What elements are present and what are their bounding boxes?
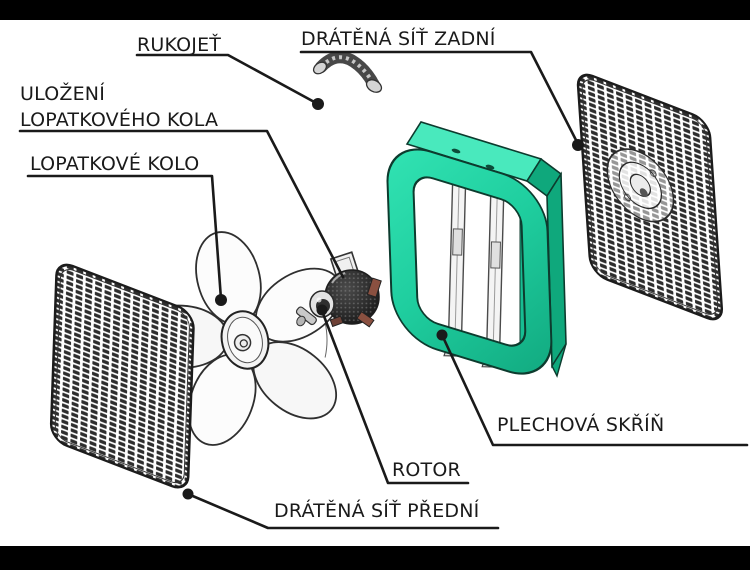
label-housing: PLECHOVÁ SKŘÍŇ: [497, 414, 665, 436]
leader-impeller: [26, 174, 223, 301]
housing-screw-hole-right: [485, 164, 495, 170]
leader-housing: [441, 335, 749, 447]
housing-front-ring: [386, 148, 553, 375]
letterbox-bottom-bar: [0, 546, 750, 570]
impeller-hub: [220, 310, 270, 370]
rear-mesh-part[interactable]: [576, 70, 724, 324]
label-bearing-line2: LOPATKOVÉHO KOLA: [20, 109, 219, 131]
leader-lines: [18, 50, 749, 530]
leader-rotor: [320, 309, 470, 485]
label-front-mesh: DRÁTĚNÁ SÍŤ PŘEDNÍ: [274, 500, 480, 522]
rear-mesh-motor-mount: [606, 148, 675, 223]
letterbox-top-bar: [0, 0, 750, 20]
label-rotor: ROTOR: [392, 459, 461, 481]
bearing-copper-winding-left: [329, 315, 344, 328]
label-bearing-line1: ULOŽENÍ: [20, 83, 106, 105]
leader-bearing: [18, 129, 345, 279]
front-mesh-grille: [49, 263, 195, 489]
handle-foot-left: [312, 61, 328, 75]
handle-highlight: [319, 55, 376, 86]
bearing-knurl-texture: [326, 271, 378, 323]
front-mesh-rim: [54, 269, 190, 484]
leader-dots: [182, 98, 584, 500]
handle-part[interactable]: [311, 51, 383, 95]
bearing-part[interactable]: [324, 251, 382, 328]
housing-part[interactable]: [386, 121, 567, 385]
label-bearing: ULOŽENÍ LOPATKOVÉHO KOLA: [20, 81, 218, 133]
housing-bottom-corner-face: [551, 343, 567, 378]
bearing-highlight: [331, 272, 346, 284]
housing-screw-hole-left: [451, 148, 461, 154]
handle-foot-right: [365, 79, 383, 93]
leader-rear-mesh: [299, 50, 580, 146]
bearing-copper-winding-bottom: [356, 311, 375, 328]
rotor-shaft-end: [296, 315, 306, 327]
bearing-copper-winding-right: [366, 277, 382, 298]
label-rear-mesh: DRÁTĚNÁ SÍŤ ZADNÍ: [301, 28, 496, 50]
label-impeller: LOPATKOVÉ KOLO: [30, 153, 200, 175]
rotor-highlight: [316, 297, 322, 303]
front-mesh-part[interactable]: [49, 260, 195, 492]
leader-front-mesh: [186, 492, 500, 530]
rear-mesh-rim: [581, 79, 719, 315]
leader-handle: [135, 53, 320, 106]
label-handle: RUKOJEŤ: [137, 34, 222, 56]
